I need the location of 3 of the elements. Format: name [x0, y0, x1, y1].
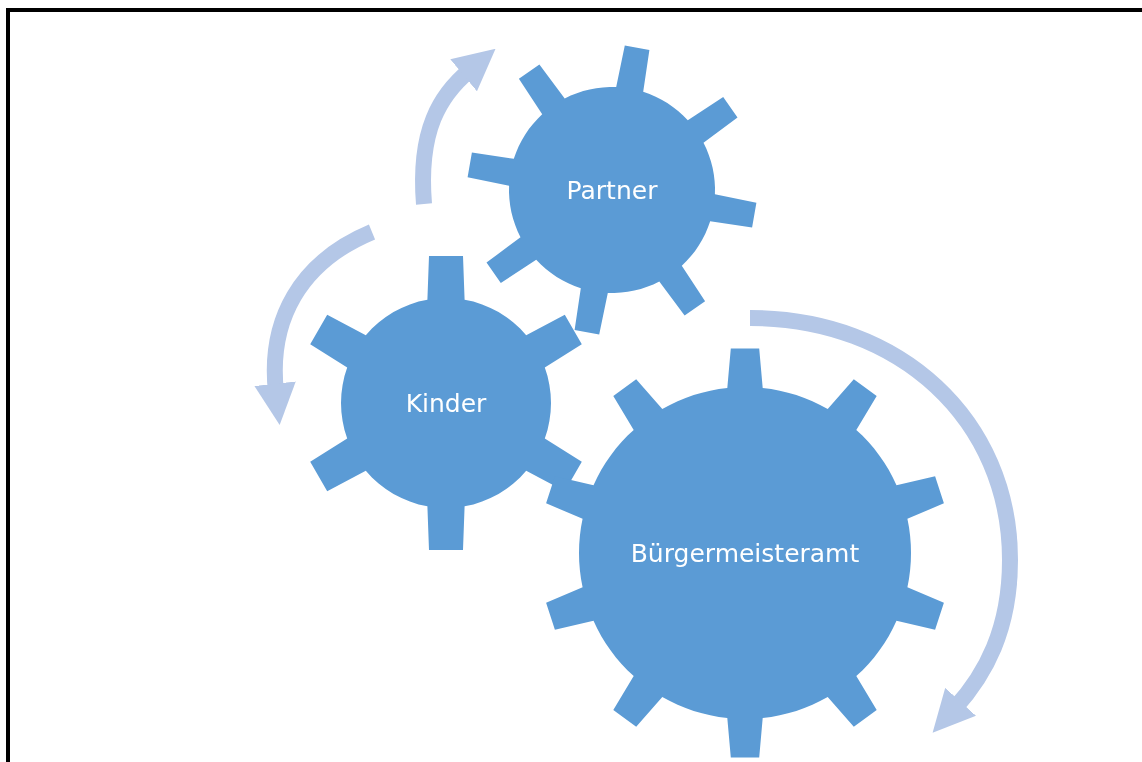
gear-label: Partner [566, 175, 658, 205]
gear-label: Bürgermeisteramt [630, 538, 860, 568]
gear-label: Kinder [405, 388, 487, 418]
